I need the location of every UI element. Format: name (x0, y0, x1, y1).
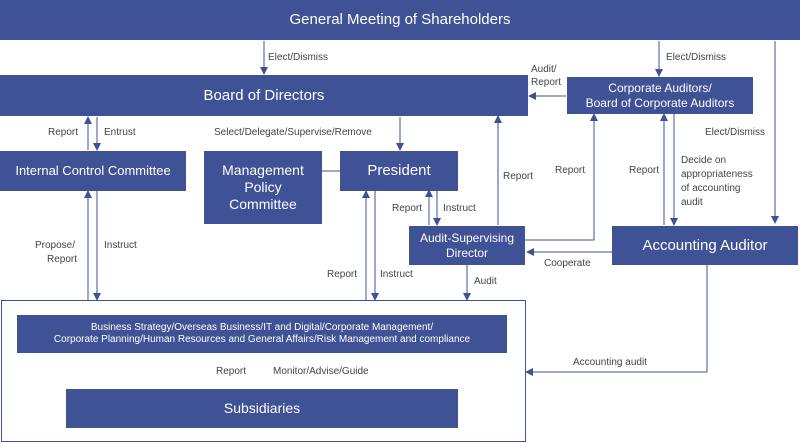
subsidiaries-label: Subsidiaries (223, 400, 301, 417)
line-asd-auditors (525, 113, 598, 241)
label-decide-line4: audit (681, 197, 703, 208)
label-report-icc-board: Report (48, 127, 79, 138)
internal-control-committee-label: Internal Control Committee (15, 163, 171, 179)
label-instruct-president-asd: Instruct (443, 203, 476, 214)
corporate-auditors-label-line2: Board of Corporate Auditors (585, 95, 735, 110)
general-meeting-box: General Meeting of Shareholders (0, 0, 800, 40)
label-propose-line2: Report (47, 254, 78, 265)
label-report-asd-auditors: Report (555, 165, 586, 176)
label-report-asd-board: Report (503, 171, 534, 182)
label-propose-line1: Propose/ (35, 240, 76, 251)
label-cooperate: Cooperate (544, 258, 591, 269)
label-monitor-advise-guide: Monitor/Advise/Guide (273, 366, 369, 377)
board-of-directors-label: Board of Directors (203, 86, 325, 104)
president-box: President (340, 151, 458, 191)
label-entrust: Entrust (104, 127, 136, 138)
subsidiaries-box: Subsidiaries (66, 389, 458, 428)
accounting-auditor-label: Accounting Auditor (642, 236, 768, 254)
label-report-president: Report (327, 269, 358, 280)
label-instruct-icc: Instruct (104, 240, 137, 251)
mpc-label-line3: Committee (229, 195, 297, 212)
asd-label-line2: Director (445, 245, 488, 260)
corporate-auditors-box: Corporate Auditors/ Board of Corporate A… (567, 77, 753, 114)
label-select-delegate: Select/Delegate/Supervise/Remove (214, 127, 372, 138)
label-decide-line2: appropriateness (681, 169, 753, 180)
label-report-president-asd: Report (392, 203, 423, 214)
label-elect-dismiss-accounting: Elect/Dismiss (705, 127, 766, 138)
management-policy-committee-box: Management Policy Committee (204, 151, 322, 224)
label-audit-report-line1: Audit/ (531, 64, 557, 75)
mpc-label-line2: Policy (244, 179, 282, 196)
label-elect-dismiss-board: Elect/Dismiss (268, 52, 329, 63)
business-units-label-line2: Corporate Planning/Human Resources and G… (53, 334, 471, 345)
business-units-label-line1: Business Strategy/Overseas Business/IT a… (90, 322, 434, 333)
label-elect-dismiss-auditors: Elect/Dismiss (666, 52, 727, 63)
label-instruct-president: Instruct (380, 269, 413, 280)
internal-control-committee-box: Internal Control Committee (0, 151, 186, 191)
asd-label-line1: Audit-Supervising (419, 231, 515, 246)
mpc-label-line1: Management (222, 162, 304, 179)
label-accounting-audit: Accounting audit (573, 357, 647, 368)
label-decide-line1: Decide on (681, 155, 727, 166)
audit-supervising-director-box: Audit-Supervising Director (409, 226, 525, 265)
label-audit: Audit (474, 276, 497, 287)
label-report-acc-auditors: Report (629, 165, 660, 176)
corporate-auditors-label-line1: Corporate Auditors/ (608, 81, 712, 96)
line-acc-frame (525, 265, 708, 376)
business-units-box: Business Strategy/Overseas Business/IT a… (17, 315, 507, 353)
label-report-subsidiaries: Report (216, 366, 247, 377)
label-audit-report-line2: Report (531, 77, 562, 88)
general-meeting-label: General Meeting of Shareholders (289, 11, 511, 28)
label-decide-line3: of accounting (681, 183, 741, 194)
accounting-auditor-box: Accounting Auditor (612, 226, 798, 265)
board-of-directors-box: Board of Directors (0, 75, 528, 116)
president-label: President (367, 162, 431, 179)
